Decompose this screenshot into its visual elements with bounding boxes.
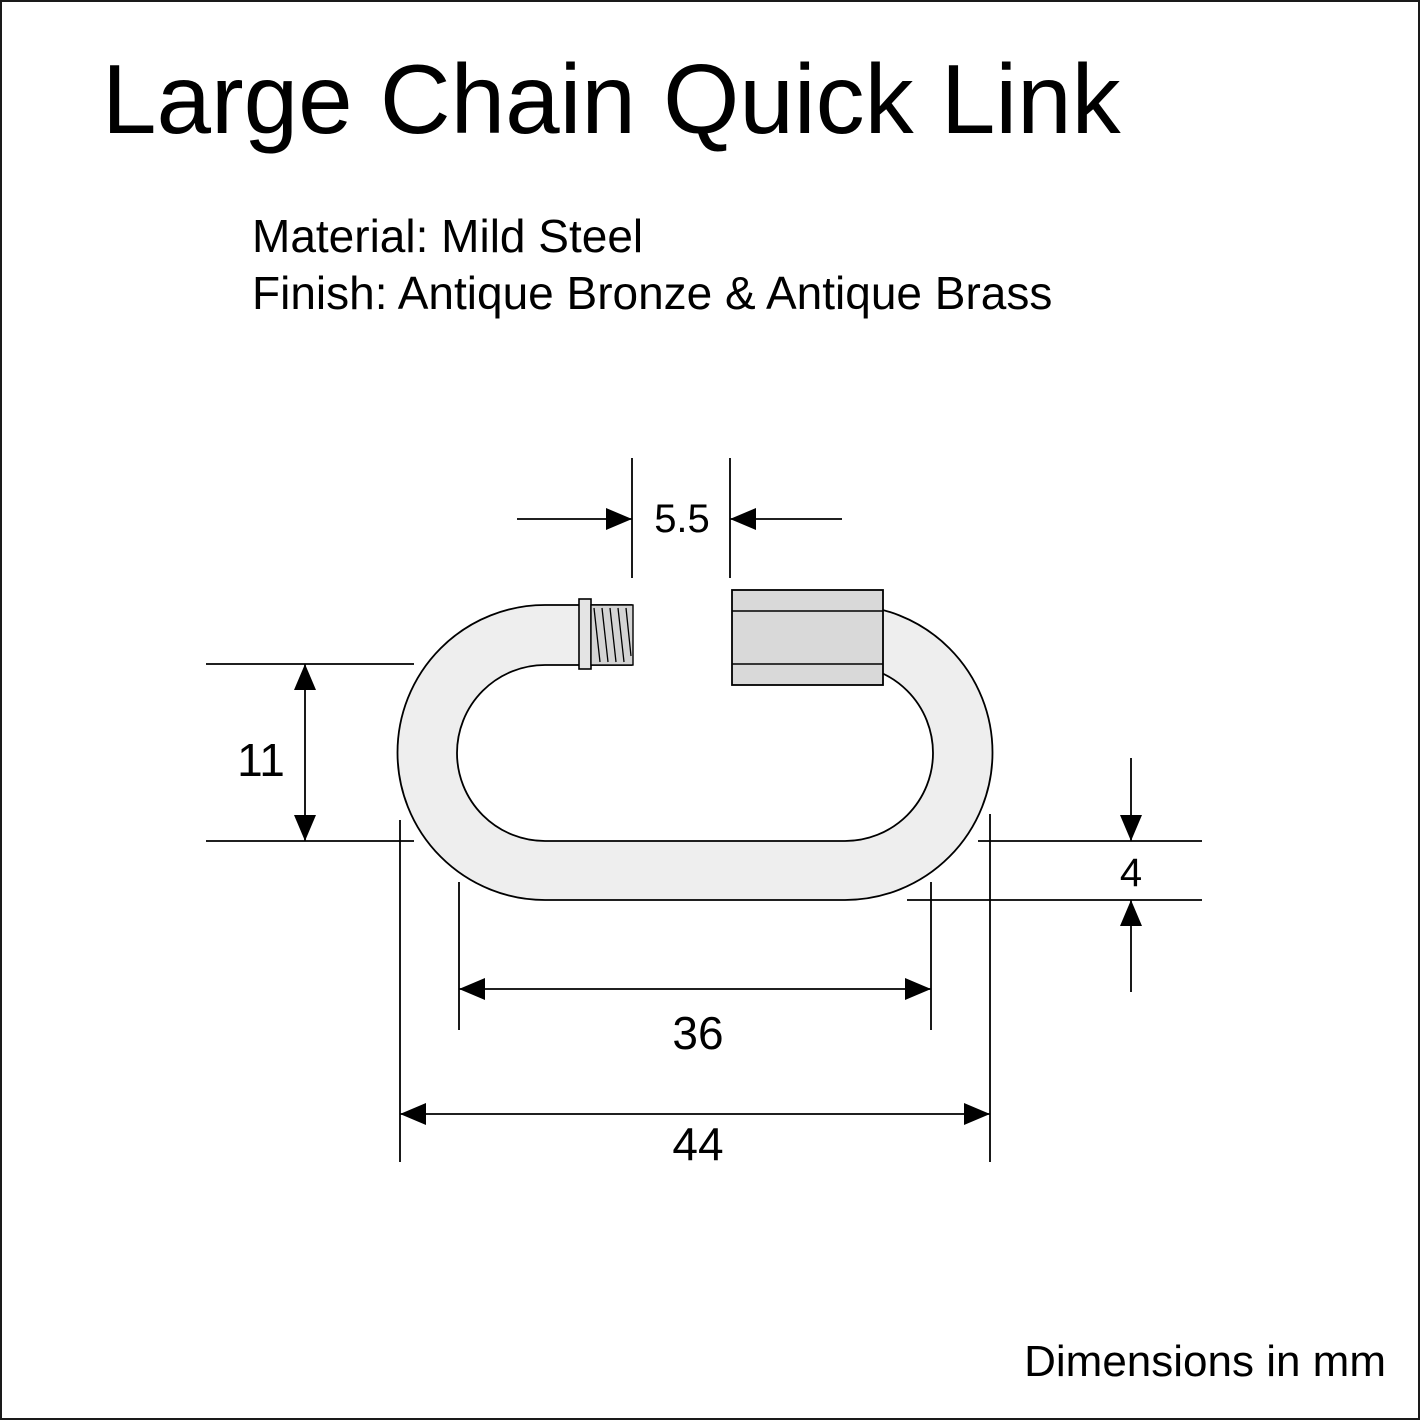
dimension-inner-height <box>206 663 414 842</box>
sleeve-body <box>731 589 884 686</box>
gap-label: 5.5 <box>654 497 710 541</box>
wire-thickness-label: 4 <box>1120 851 1142 895</box>
thread-collar <box>578 598 592 670</box>
dimension-gap <box>517 458 842 578</box>
page-title: Large Chain Quick Link <box>102 44 1121 154</box>
dimension-overall-length <box>399 814 991 1162</box>
overall-length-label: 44 <box>672 1118 723 1170</box>
thread-shank <box>590 604 634 666</box>
finish-spec: Finish: Antique Bronze & Antique Brass <box>252 267 1053 319</box>
dimension-wire-thickness <box>907 758 1202 992</box>
threaded-end <box>578 598 634 670</box>
link-ring <box>396 604 994 901</box>
thread-lines <box>593 607 632 663</box>
inner-height-label: 11 <box>237 734 285 786</box>
units-note: Dimensions in mm <box>1024 1337 1386 1386</box>
inner-length-label: 36 <box>672 1007 723 1059</box>
screw-sleeve <box>731 589 884 686</box>
dimension-inner-length <box>458 882 932 1030</box>
material-spec: Material: Mild Steel <box>252 210 644 262</box>
quick-link-body <box>396 604 994 901</box>
